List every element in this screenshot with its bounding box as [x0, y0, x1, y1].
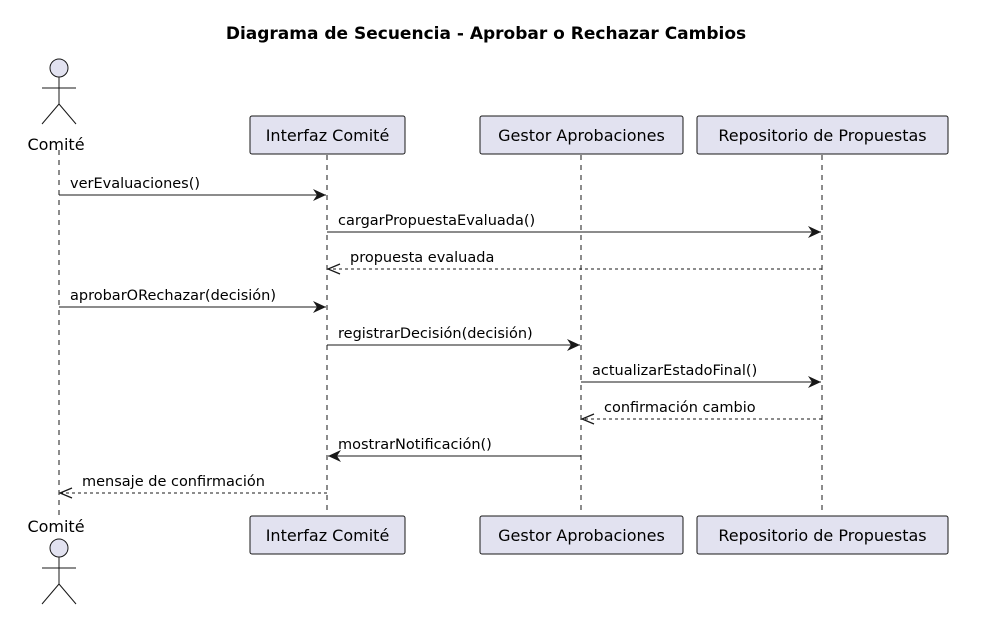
participant-label-interfaz-top: Interfaz Comité	[266, 126, 390, 145]
participant-box-interfaz-top	[249, 115, 406, 155]
message-label-8: mostrarNotificación()	[338, 437, 492, 453]
message-label-7: confirmación cambio	[604, 400, 756, 416]
participant-box-repo-bottom	[696, 515, 949, 555]
actor-icon-bottom	[41, 538, 77, 605]
message-label-4: aprobarORechazar(decisión)	[70, 288, 276, 304]
messages: verEvaluaciones() cargarPropuestaEvaluada…	[59, 176, 822, 493]
participant-box-gestor-bottom	[479, 515, 684, 555]
participant-label-repo-bottom: Repositorio de Propuestas	[718, 526, 926, 545]
message-label-5: registrarDecisión(decisión)	[338, 326, 533, 342]
participant-label-gestor-bottom: Gestor Aprobaciones	[498, 526, 665, 545]
message-label-3: propuesta evaluada	[350, 250, 494, 266]
participant-box-repo-top	[696, 115, 949, 155]
message-label-9: mensaje de confirmación	[82, 474, 265, 490]
diagram-title: Diagrama de Secuencia - Aprobar o Rechaz…	[226, 24, 746, 44]
participant-label-repo-top: Repositorio de Propuestas	[718, 126, 926, 145]
participant-box-interfaz-bottom	[249, 515, 406, 555]
actor-icon-top	[41, 58, 77, 125]
actor-label-bottom: Comité	[27, 517, 84, 536]
participant-label-gestor-top: Gestor Aprobaciones	[498, 126, 665, 145]
participant-label-interfaz-bottom: Interfaz Comité	[266, 526, 390, 545]
message-label-1: verEvaluaciones()	[70, 176, 200, 192]
message-label-2: cargarPropuestaEvaluada()	[338, 213, 535, 229]
actor-label-top: Comité	[27, 135, 84, 154]
message-label-6: actualizarEstadoFinal()	[592, 363, 757, 379]
participants-bottom: Comité Interfaz Comité Gestor Aprobaciones…	[27, 515, 949, 605]
participants-top: Comité Interfaz Comité Gestor Aprobaciones…	[27, 58, 949, 155]
participant-box-gestor-top	[479, 115, 684, 155]
lifelines	[58, 150, 823, 517]
